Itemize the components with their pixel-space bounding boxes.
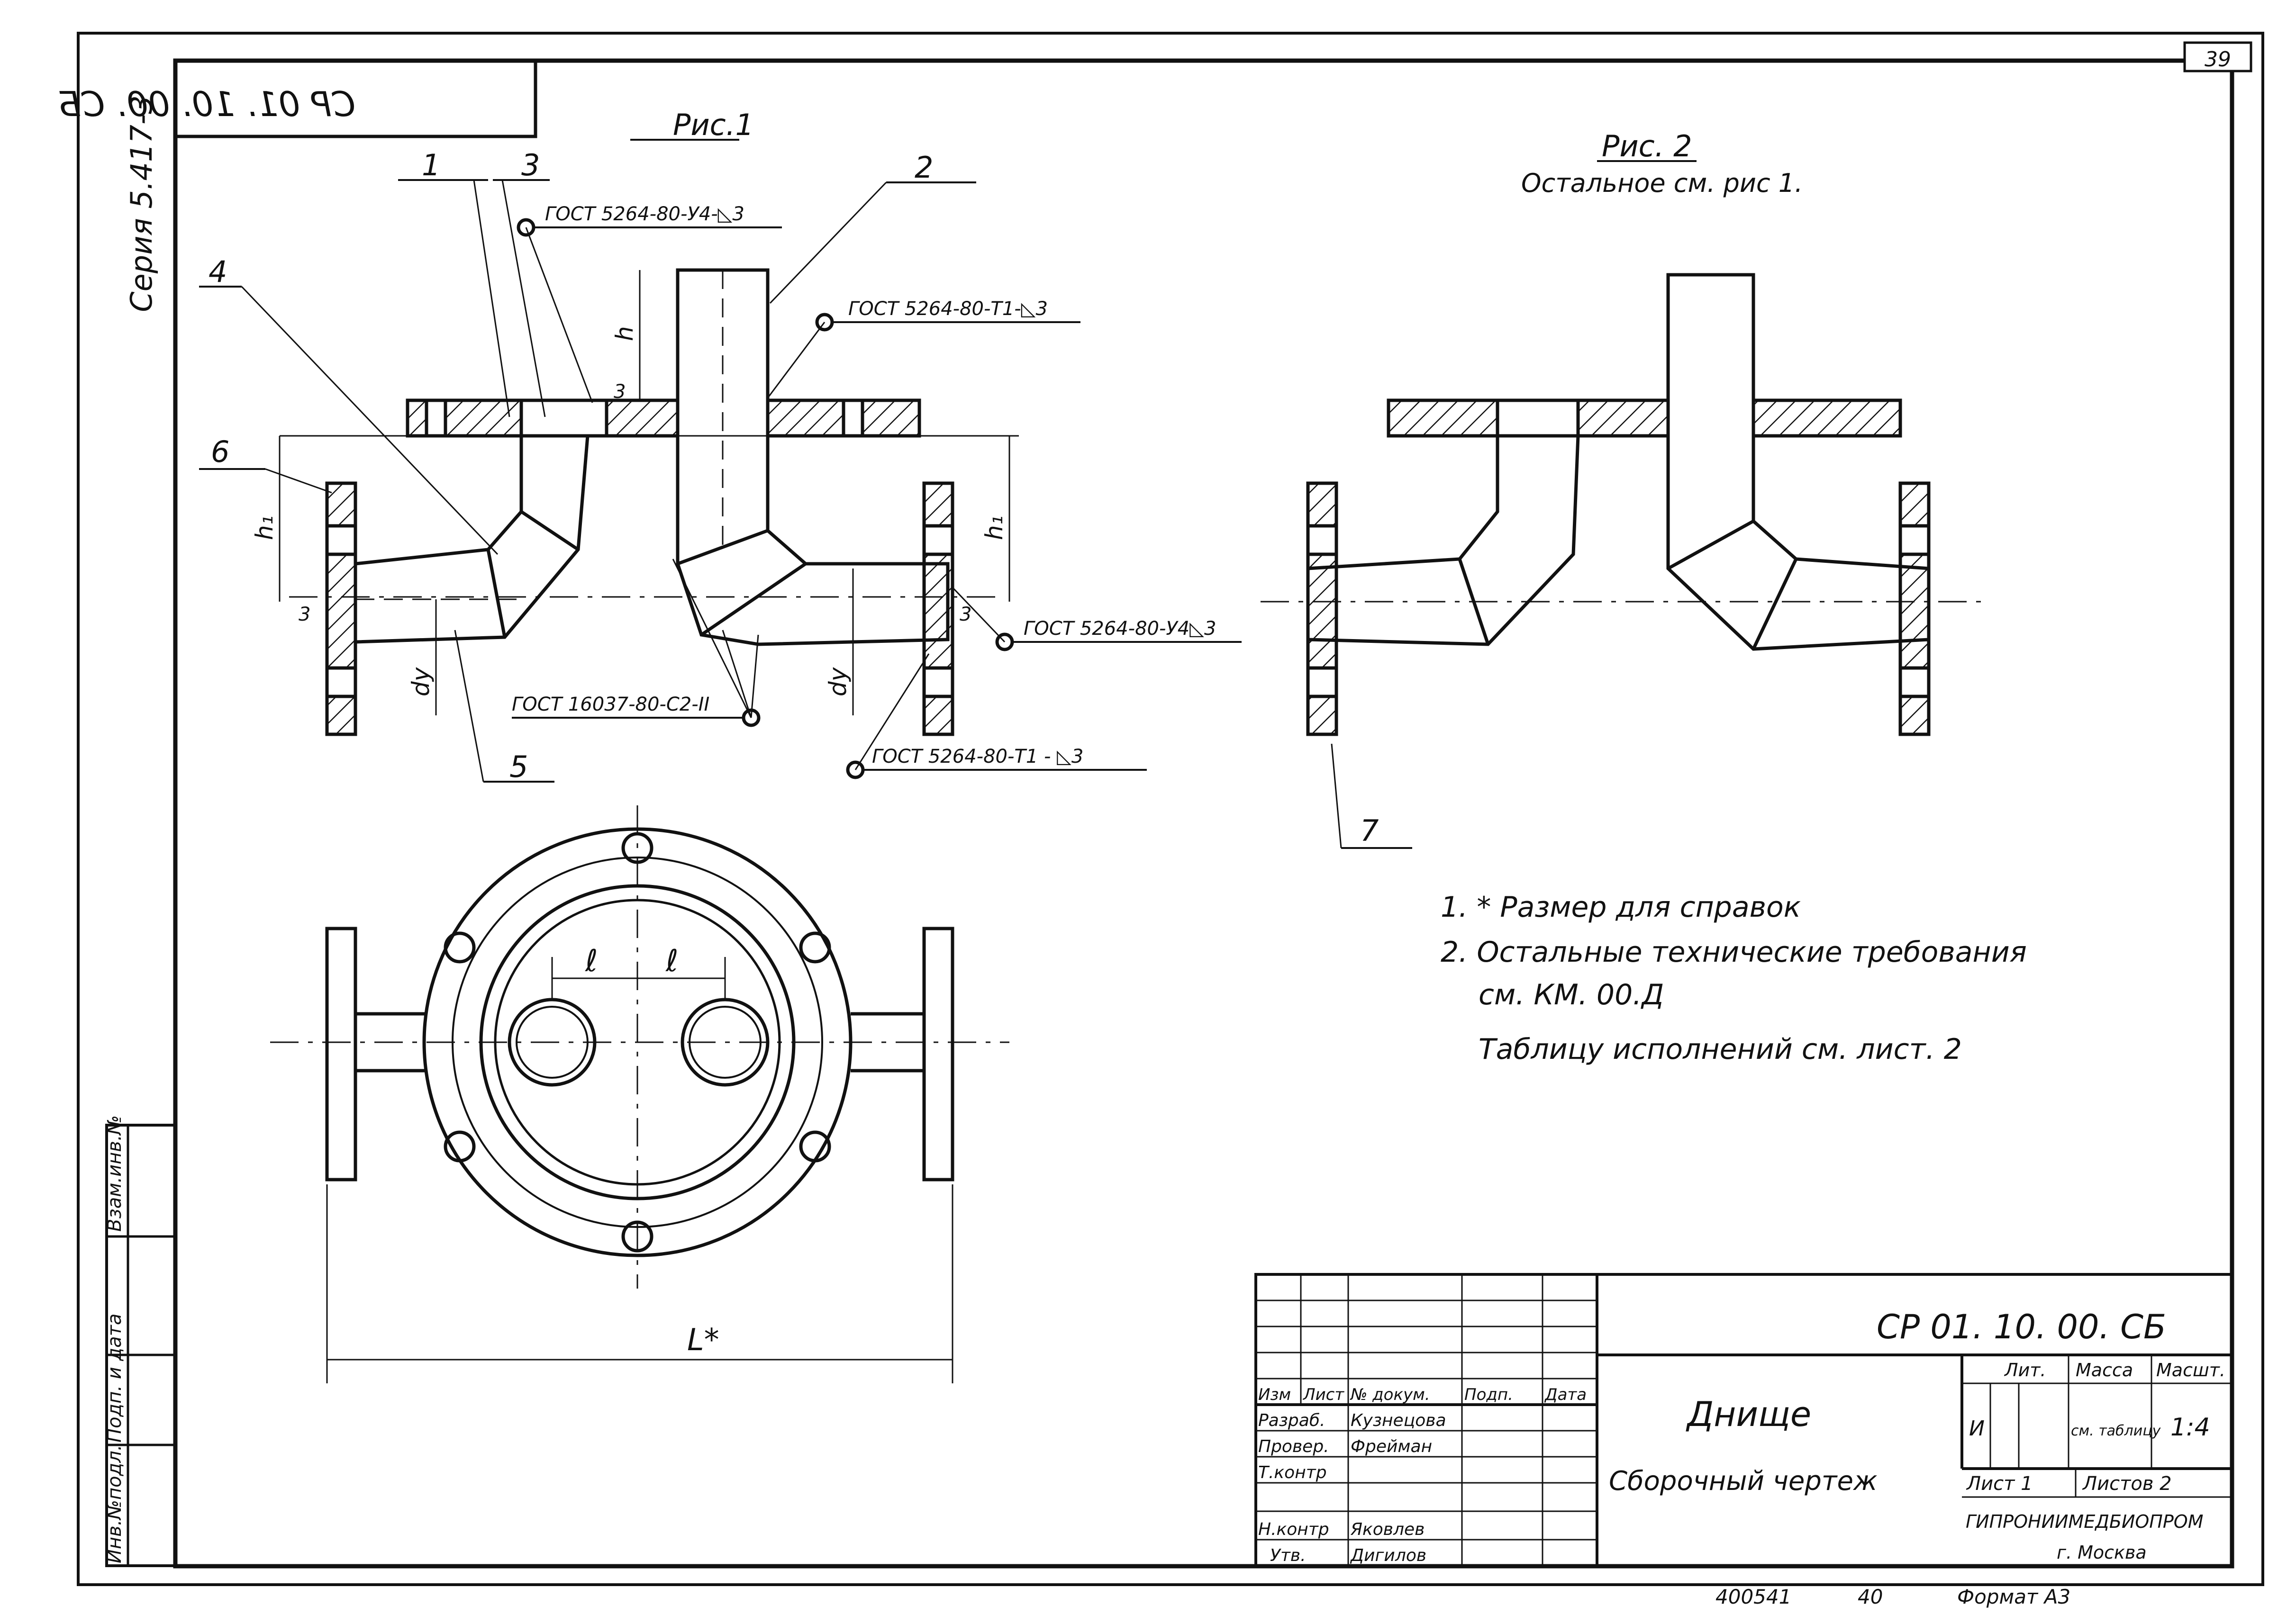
tb-scale-value: 1:4 (2170, 1413, 2210, 1442)
tb-role-prover: Провер. (1258, 1437, 1329, 1456)
callout-5: 5 (509, 749, 528, 784)
stamp-inv-podl: Инв.№подл. (104, 1444, 126, 1563)
dim-h: h (611, 326, 638, 341)
fig1-section-view: Рис.1 h h₁ (199, 108, 1242, 784)
fig1-title: Рис.1 (673, 108, 754, 142)
tb-header-list: Лист (1302, 1385, 1344, 1404)
tb-sheets-label: Листов 2 (2082, 1473, 2172, 1495)
tb-role-nkontr: Н.контр (1258, 1520, 1329, 1539)
callout-7: 7 (1360, 813, 1379, 848)
footer-inv: 400541 (1715, 1585, 1791, 1608)
tb-city: г. Москва (2057, 1542, 2147, 1563)
weld-mark-1: ГОСТ 5264-80-У4-◺3 (545, 203, 744, 225)
tb-role-utv: Утв. (1270, 1546, 1306, 1565)
inner-frame (173, 58, 2234, 1569)
weld-mark-2: ГОСТ 5264-80-Т1-◺3 (848, 298, 1048, 320)
technical-notes: 1. * Размер для справок 2. Остальные тех… (1441, 891, 2027, 1066)
dim-l-right: ℓ (665, 944, 678, 979)
tb-lit-label: Лит. (2004, 1360, 2046, 1380)
dim-L: L* (687, 1323, 719, 1358)
dim-dy-left: dy (407, 667, 435, 696)
callout-6: 6 (211, 434, 229, 469)
footer: 400541 40 Формат А3 (1715, 1585, 2070, 1608)
dim-l-left: ℓ (585, 944, 598, 979)
callout-3: 3 (521, 148, 540, 182)
fig2-title: Рис. 2 (1602, 129, 1692, 163)
stamp-vzam-inv: Взам.инв.№ (104, 1115, 126, 1232)
footer-n: 40 (1858, 1585, 1883, 1608)
tb-lit-value: И (1969, 1416, 1985, 1441)
tb-header-izm: Изм (1258, 1385, 1291, 1404)
tb-sheet-label: Лист 1 (1966, 1473, 2033, 1495)
callout-2: 2 (915, 150, 933, 185)
weld-mark-4: ГОСТ 16037-80-С2-II (512, 694, 709, 715)
fig2-subtitle: Остальное см. рис 1. (1521, 168, 1803, 198)
tb-person-utv: Дигилов (1350, 1546, 1426, 1565)
sheet-number-box (2183, 41, 2252, 72)
note-2b: см. КМ. 00.Д (1479, 978, 1664, 1011)
side-stamp: Инв.№подл. Подп. и дата Взам.инв.№ (104, 1115, 177, 1567)
title-block-text: СР 01. 10. 00. СБ Днище Сборочный чертеж… (1258, 1308, 2225, 1565)
note-3: Таблицу исполнений см. лист. 2 (1479, 1033, 1962, 1066)
tb-person-razrab: Кузнецова (1351, 1411, 1446, 1430)
tb-mass-value: см. таблицу (2071, 1423, 2161, 1439)
title-block (1254, 1273, 2233, 1567)
footer-format: Формат А3 (1957, 1585, 2070, 1608)
dim-three-right: 3 (960, 604, 971, 625)
tb-doc-type: Сборочный чертеж (1609, 1466, 1877, 1497)
callout-4: 4 (209, 254, 227, 289)
dim-h1-left: h₁ (251, 515, 278, 540)
note-1: 1. * Размер для справок (1441, 891, 1801, 924)
tb-header-docnum: № докум. (1350, 1385, 1430, 1404)
outer-frame (77, 32, 2264, 1586)
tb-header-podp: Подп. (1464, 1385, 1513, 1404)
dim-three-left: 3 (299, 604, 310, 625)
stamp-podp-data: Подп. и дата (104, 1314, 126, 1443)
mirrored-code: СР 01. 10. 00. СБ (58, 84, 355, 124)
dim-h1-right: h₁ (980, 515, 1008, 540)
tb-name: Днище (1686, 1394, 1811, 1434)
dim-dy-right: dy (824, 667, 852, 696)
tb-scale-label: Масшт. (2156, 1360, 2225, 1380)
tb-code: СР 01. 10. 00. СБ (1877, 1308, 2166, 1346)
series-label: Серия 5.417-3 (124, 95, 159, 312)
callout-1: 1 (422, 148, 440, 182)
tb-person-prover: Фрейман (1351, 1437, 1432, 1456)
tb-header-data: Дата (1544, 1385, 1587, 1404)
fig2-section-view: Рис. 2 Остальное см. рис 1. 7 (1261, 129, 1981, 849)
dim-three-top: 3 (614, 381, 626, 403)
code-box (173, 59, 537, 138)
sheet-number: 39 (2205, 47, 2231, 72)
weld-mark-3: ГОСТ 5264-80-У4◺3 (1024, 618, 1216, 640)
note-2: 2. Остальные технические требования (1441, 936, 2027, 969)
tb-org: ГИПРОНИИМЕДБИОПРОМ (1966, 1511, 2204, 1532)
tb-role-tkontr: Т.контр (1258, 1463, 1327, 1482)
tb-mass-label: Масса (2076, 1360, 2133, 1380)
tb-person-nkontr: Яковлев (1350, 1520, 1425, 1539)
plan-view: ℓ ℓ L* (270, 805, 1009, 1383)
weld-mark-5: ГОСТ 5264-80-Т1 - ◺3 (872, 746, 1083, 767)
tb-role-razrab: Разраб. (1258, 1411, 1325, 1430)
